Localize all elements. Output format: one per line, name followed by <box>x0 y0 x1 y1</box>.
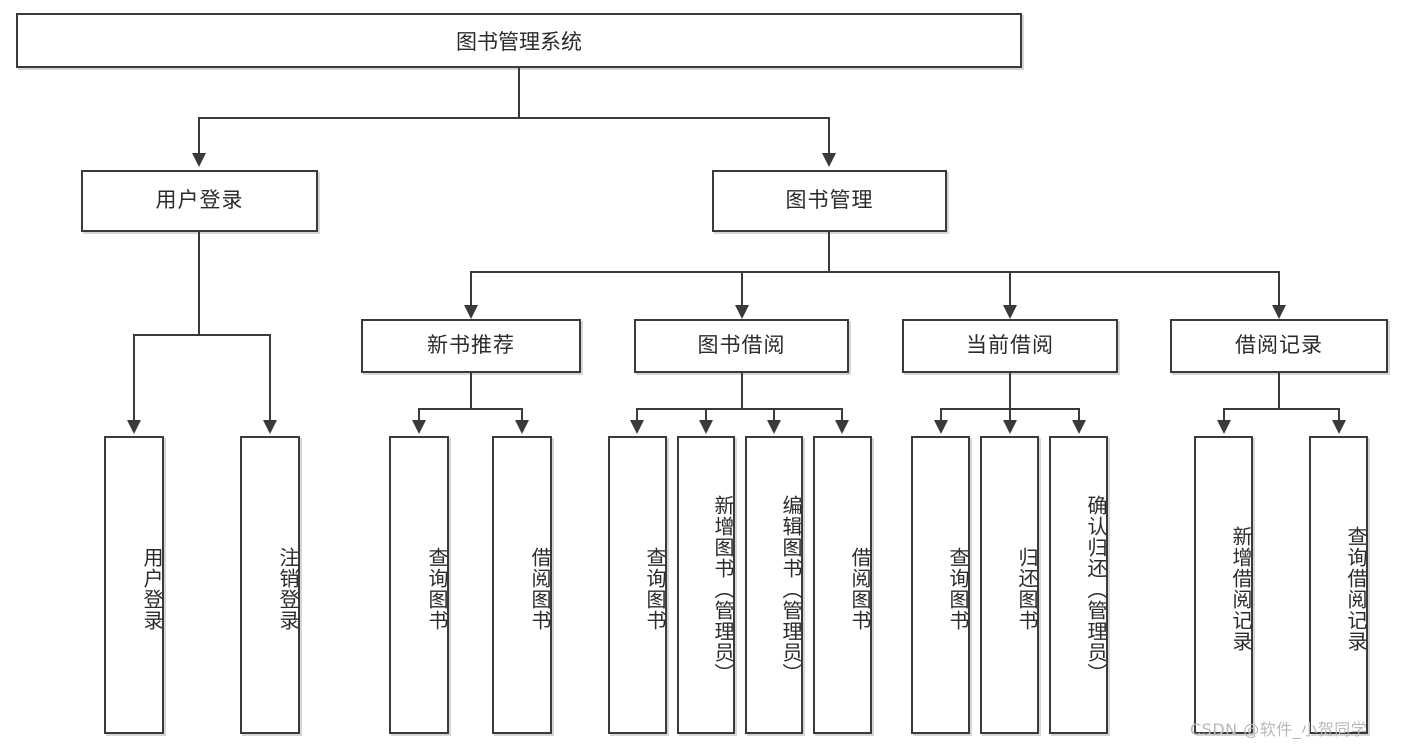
node-label: 借阅图书 <box>528 547 552 631</box>
node-label: 新书推荐 <box>427 333 515 358</box>
node-current-borrow[interactable]: 当前借阅 <box>902 319 1118 373</box>
node-label: 图书借阅 <box>697 333 786 358</box>
arrow-to-user-login <box>192 153 206 167</box>
connector-borrow-record-leaf-0 <box>1223 408 1225 421</box>
connector-book-management-stem <box>828 232 830 272</box>
arrow-book-borrow-leaf-3 <box>835 420 849 434</box>
node-label: 用户登录 <box>155 188 244 213</box>
arrow-to-book-borrow <box>735 305 749 319</box>
leaf-current-borrow-1[interactable]: 归还图书 <box>980 436 1039 734</box>
node-label: 图书管理 <box>785 188 874 213</box>
connector-book-borrow-leaf-3 <box>841 408 843 421</box>
node-label: 编辑图书（管理员） <box>779 494 803 684</box>
connector-root-to-user-login <box>198 117 200 153</box>
connector-current-borrow-leaf-1 <box>1009 408 1011 421</box>
connector-borrow-record-bus <box>1223 408 1339 410</box>
arrow-book-borrow-leaf-2 <box>767 420 781 434</box>
connector-new-book-stem <box>470 373 472 409</box>
leaf-new-book-recommend-0[interactable]: 查询图书 <box>389 436 449 734</box>
leaf-current-borrow-2[interactable]: 确认归还（管理员） <box>1049 436 1108 734</box>
node-label: 查询图书 <box>643 547 667 631</box>
node-label: 新增图书（管理员） <box>711 494 735 684</box>
arrow-book-borrow-leaf-1 <box>699 420 713 434</box>
node-label: 查询借阅记录 <box>1344 526 1368 652</box>
connector-book-management-bus <box>470 271 1280 273</box>
connector-bm-to-book-borrow <box>741 271 743 305</box>
node-label: 借阅图书 <box>848 547 872 631</box>
node-book-borrow[interactable]: 图书借阅 <box>634 319 849 373</box>
node-label: 用户登录 <box>140 547 164 631</box>
node-label: 新增借阅记录 <box>1229 526 1253 652</box>
connector-new-book-bus <box>418 408 523 410</box>
connector-current-borrow-leaf-0 <box>940 408 942 421</box>
node-root-book-management-system[interactable]: 图书管理系统 <box>16 13 1022 68</box>
connector-bm-to-current-borrow <box>1009 271 1011 305</box>
connector-borrow-record-stem <box>1278 373 1280 409</box>
arrow-book-borrow-leaf-0 <box>630 420 644 434</box>
arrow-to-book-management <box>822 153 836 167</box>
node-label: 注销登录 <box>276 547 300 631</box>
watermark: CSDN @软件_小贺同学 <box>1190 720 1368 739</box>
node-label: 归还图书 <box>1015 547 1039 631</box>
leaf-borrow-record-1[interactable]: 查询借阅记录 <box>1309 436 1368 734</box>
leaf-new-book-recommend-1[interactable]: 借阅图书 <box>492 436 552 734</box>
arrow-current-borrow-leaf-0 <box>934 420 948 434</box>
arrow-user-login-leaf-0 <box>127 420 141 434</box>
connector-bm-to-new-book <box>470 271 472 305</box>
arrow-to-current-borrow <box>1003 305 1017 319</box>
leaf-current-borrow-0[interactable]: 查询图书 <box>911 436 970 734</box>
node-label: 图书管理系统 <box>456 29 582 54</box>
connector-book-borrow-leaf-2 <box>773 408 775 421</box>
connector-book-borrow-bus <box>636 408 843 410</box>
connector-root-stem <box>518 68 520 117</box>
connector-new-book-leaf-1 <box>521 408 523 421</box>
leaf-book-borrow-3[interactable]: 借阅图书 <box>813 436 872 734</box>
node-borrow-record[interactable]: 借阅记录 <box>1170 319 1388 373</box>
arrow-current-borrow-leaf-2 <box>1072 420 1086 434</box>
node-label: 确认归还（管理员） <box>1084 494 1108 684</box>
arrow-user-login-leaf-1 <box>263 420 277 434</box>
arrow-borrow-record-leaf-1 <box>1332 420 1346 434</box>
node-user-login[interactable]: 用户登录 <box>81 170 318 232</box>
connector-user-login-leaf-0 <box>133 334 135 420</box>
node-label: 查询图书 <box>946 547 970 631</box>
connector-user-login-stem <box>198 232 200 336</box>
arrow-new-book-leaf-0 <box>412 420 426 434</box>
arrow-borrow-record-leaf-0 <box>1217 420 1231 434</box>
node-book-management[interactable]: 图书管理 <box>712 170 947 232</box>
leaf-book-borrow-2[interactable]: 编辑图书（管理员） <box>745 436 803 734</box>
leaf-user-login-1[interactable]: 注销登录 <box>240 436 300 734</box>
node-label: 借阅记录 <box>1235 333 1323 358</box>
connector-current-borrow-stem <box>1009 373 1011 409</box>
arrow-current-borrow-leaf-1 <box>1003 420 1017 434</box>
connector-borrow-record-leaf-1 <box>1338 408 1340 421</box>
leaf-book-borrow-1[interactable]: 新增图书（管理员） <box>677 436 735 734</box>
connector-book-borrow-stem <box>741 373 743 409</box>
node-new-book-recommend[interactable]: 新书推荐 <box>361 319 581 373</box>
arrow-to-borrow-record <box>1272 305 1286 319</box>
connector-new-book-leaf-0 <box>418 408 420 421</box>
connector-book-borrow-leaf-0 <box>636 408 638 421</box>
arrow-to-new-book-recommend <box>464 305 478 319</box>
arrow-new-book-leaf-1 <box>515 420 529 434</box>
connector-current-borrow-leaf-2 <box>1078 408 1080 421</box>
leaf-user-login-0[interactable]: 用户登录 <box>104 436 164 734</box>
node-label: 当前借阅 <box>966 333 1054 358</box>
connector-user-login-leaf-1 <box>269 334 271 420</box>
connector-bm-to-borrow-record <box>1278 271 1280 305</box>
connector-root-bus <box>198 117 830 119</box>
leaf-book-borrow-0[interactable]: 查询图书 <box>608 436 667 734</box>
leaf-borrow-record-0[interactable]: 新增借阅记录 <box>1194 436 1253 734</box>
node-label: 查询图书 <box>425 547 449 631</box>
connector-user-login-bus <box>133 334 271 336</box>
connector-book-borrow-leaf-1 <box>705 408 707 421</box>
connector-root-to-book-management <box>828 117 830 153</box>
